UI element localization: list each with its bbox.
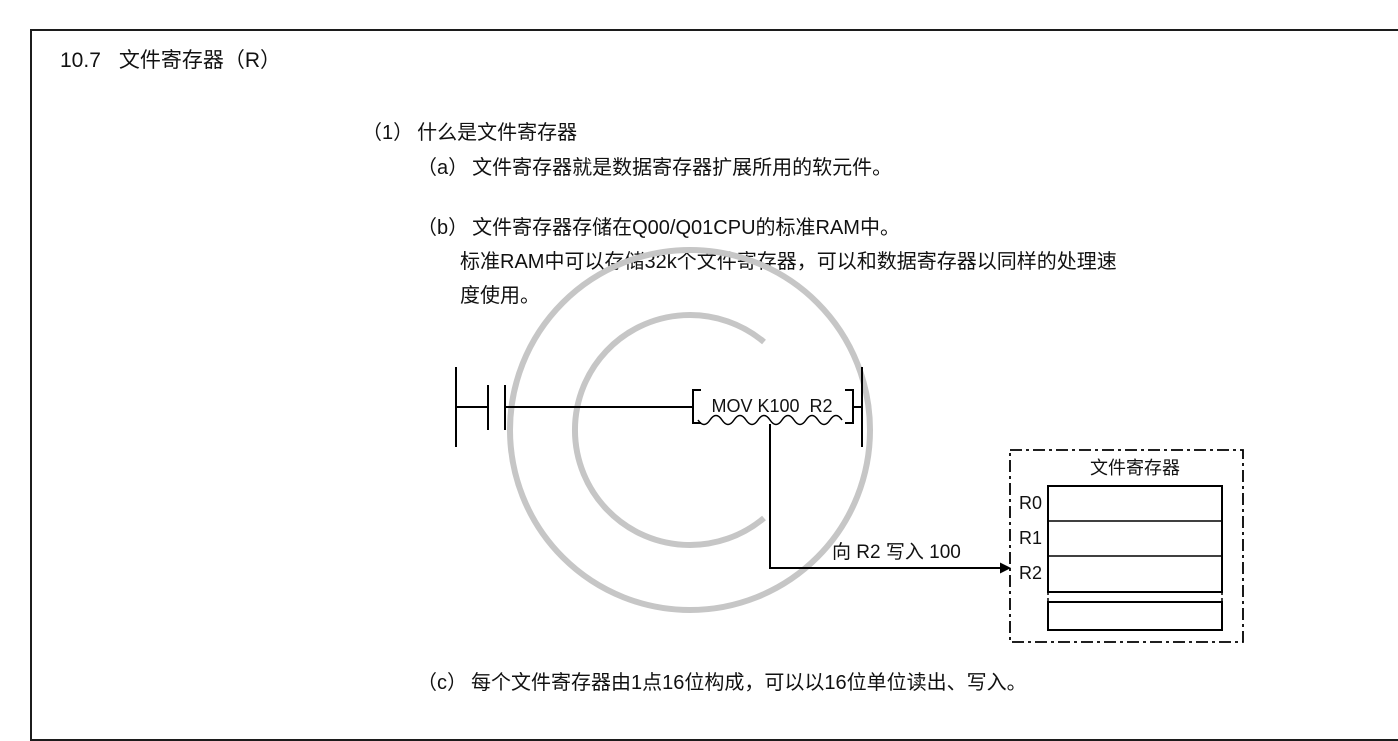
write-arrow-label: 向 R2 写入 100	[832, 542, 961, 563]
file-register-box-title: 文件寄存器	[1090, 458, 1180, 478]
item-b-line1: 文件寄存器存储在Q00/Q01CPU的标准RAM中。	[472, 217, 900, 239]
item-c-label: （c）	[417, 672, 467, 694]
register-label-r1: R1	[1018, 528, 1042, 548]
item-c: （c）每个文件寄存器由1点16位构成，可以以16位单位读出、写入。	[417, 666, 1027, 695]
register-label-r2: R2	[1018, 563, 1042, 583]
section-title-text: 文件寄存器（R）	[118, 49, 282, 72]
page-border	[30, 29, 1398, 741]
item-b-line3: 度使用。	[460, 285, 540, 307]
item-a-text: 文件寄存器就是数据寄存器扩展所用的软元件。	[472, 157, 893, 179]
item-b-line2: 标准RAM中可以存储32k个文件寄存器，可以和数据寄存器以同样的处理速	[460, 251, 1117, 273]
item-a-label: （a）	[417, 157, 469, 179]
item-a: （a）文件寄存器就是数据寄存器扩展所用的软元件。	[417, 151, 892, 180]
item-1-label: （1）	[362, 122, 414, 144]
section-number: 10.7	[60, 49, 101, 72]
item-b: （b）文件寄存器存储在Q00/Q01CPU的标准RAM中。	[417, 211, 900, 240]
item-b-label: （b）	[417, 217, 469, 239]
mov-instruction-label: MOV K100 R2	[711, 396, 833, 416]
section-heading: 10.7 文件寄存器（R）	[60, 44, 281, 74]
register-label-r0: R0	[1018, 493, 1042, 513]
item-c-text: 每个文件寄存器由1点16位构成，可以以16位单位读出、写入。	[471, 672, 1027, 694]
item-1-heading: （1）什么是文件寄存器	[362, 116, 577, 145]
item-1-title: 什么是文件寄存器	[417, 122, 578, 144]
